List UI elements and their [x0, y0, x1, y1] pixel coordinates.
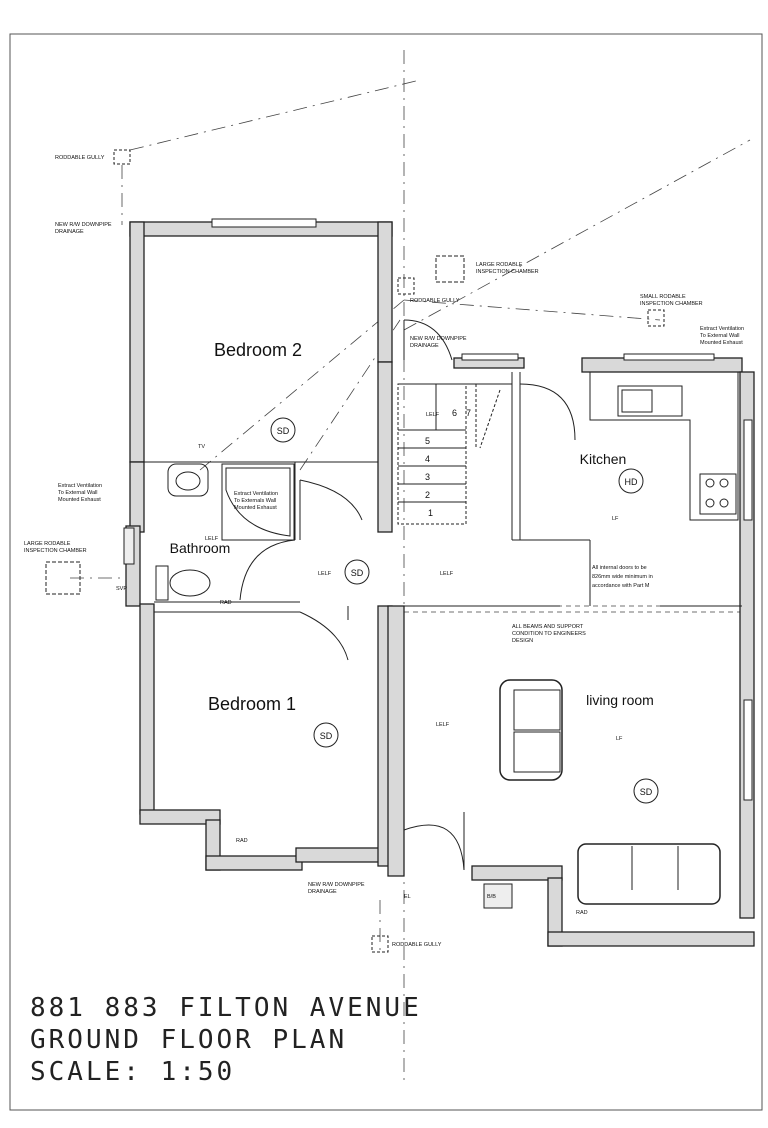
note-large-chamber-left: LARGE RODABLE [24, 541, 71, 547]
bathroom-fixtures [123, 463, 295, 601]
light-symbol: LF [616, 736, 623, 742]
room-label-bedroom2: Bedroom 2 [214, 340, 302, 360]
note-rodable-gully: RODDABLE GULLY [410, 298, 460, 304]
el-label: EL [404, 894, 411, 900]
stair-number: 1 [428, 508, 433, 518]
doors [239, 319, 576, 871]
note-extract-bath-3: Mounted Exhaust [58, 497, 101, 503]
light-fittings: LELF LELF LELF LELF LELF LF LF SVP TV EL [116, 412, 623, 900]
light-symbol: LELF [436, 722, 450, 728]
stair-number: 7 [466, 408, 471, 418]
light-symbol: LELF [426, 412, 440, 418]
note-extract-bath-2: To External Wall [58, 490, 98, 496]
smoke-detector-label: SD [640, 787, 653, 797]
inspection-chambers [45, 149, 665, 953]
smoke-detectors: SD SD SD SD HD [270, 417, 659, 804]
drawing-frame [9, 33, 763, 1111]
light-symbol: LF [612, 516, 619, 522]
stair-number: 6 [452, 408, 457, 418]
note-rodable-gully: RODDABLE GULLY [392, 942, 442, 948]
note-new-rw-downpipe: NEW R/W DOWNPIPE [410, 336, 467, 342]
radiator-label: RAD [236, 838, 248, 844]
note-extract-bath: Extract Ventilation [58, 483, 102, 489]
light-symbol: LELF [440, 571, 454, 577]
title-address: 881 883 FILTON AVENUE [30, 993, 422, 1023]
radiator-label: RAD [576, 910, 588, 916]
room-label-kitchen: Kitchen [580, 451, 627, 467]
note-drainage: DRAINAGE [308, 889, 337, 895]
light-symbol: LELF [318, 571, 332, 577]
note-internal-doors-3: accordance with Part M [592, 583, 650, 589]
note-large-chamber-2: INSPECTION CHAMBER [476, 269, 539, 275]
stair-number: 2 [425, 490, 430, 500]
note-extract-kitchen-2: To External Wall [700, 333, 740, 339]
drainage-lines [70, 50, 751, 1080]
title-block: 881 883 FILTON AVENUE GROUND FLOOR PLAN … [30, 993, 422, 1087]
note-extract-kitchen: Extract Ventilation [700, 326, 744, 332]
note-beams-3: DESIGN [512, 638, 533, 644]
smoke-detector-label: SD [351, 568, 364, 578]
stair-number: 4 [425, 454, 430, 464]
kitchen-worktop [589, 372, 739, 521]
note-large-chamber: LARGE RODABLE [476, 262, 523, 268]
note-extract-kitchen-3: Mounted Exhaust [700, 340, 743, 346]
stair-number: 3 [425, 472, 430, 482]
note-drainage: DRAINAGE [55, 229, 84, 235]
stair-number: 5 [425, 436, 430, 446]
room-label-bedroom1: Bedroom 1 [208, 694, 296, 714]
radiator-label: RAD [220, 600, 232, 606]
note-small-chamber: SMALL RODABLE [640, 294, 686, 300]
note-new-rw-downpipe: NEW R/W DOWNPIPE [308, 882, 365, 888]
note-drainage: DRAINAGE [410, 343, 439, 349]
title-plan-name: GROUND FLOOR PLAN [30, 1025, 347, 1055]
heat-detector-label: HD [625, 477, 638, 487]
cupboard-label: B/B [487, 894, 496, 900]
note-extract-shower: Extract Ventilation [234, 491, 278, 497]
note-small-chamber-2: INSPECTION CHAMBER [640, 301, 703, 307]
tv-label: TV [198, 444, 205, 450]
svp-label: SVP [116, 586, 127, 592]
note-rodable-gully: RODDABLE GULLY [55, 155, 105, 161]
external-walls [125, 221, 755, 947]
note-beams: ALL BEAMS AND SUPPORT [512, 624, 584, 630]
note-new-rw-downpipe: NEW R/W DOWNPIPE [55, 222, 112, 228]
note-extract-shower-2: To Externals Wall [234, 498, 276, 504]
sofas [499, 679, 721, 905]
title-scale: SCALE: 1:50 [30, 1057, 235, 1087]
light-symbol: LELF [205, 536, 219, 542]
note-large-chamber-left-2: INSPECTION CHAMBER [24, 548, 87, 554]
staircase [397, 383, 501, 525]
annotations: RODDABLE GULLY NEW R/W DOWNPIPE DRAINAGE… [24, 155, 744, 948]
note-extract-shower-3: Mounted Exhaust [234, 505, 277, 511]
note-beams-2: CONDITION TO ENGINEERS [512, 631, 586, 637]
room-label-bathroom: Bathroom [170, 540, 231, 556]
room-label-living: living room [586, 692, 654, 708]
note-internal-doors: All internal doors to be [592, 565, 647, 571]
windows [211, 218, 753, 801]
smoke-detector-label: SD [320, 731, 333, 741]
smoke-detector-label: SD [277, 426, 290, 436]
note-internal-doors-2: 826mm wide minimum in [592, 574, 653, 580]
stair-numbers: 1 2 3 4 5 6 7 [425, 408, 471, 518]
